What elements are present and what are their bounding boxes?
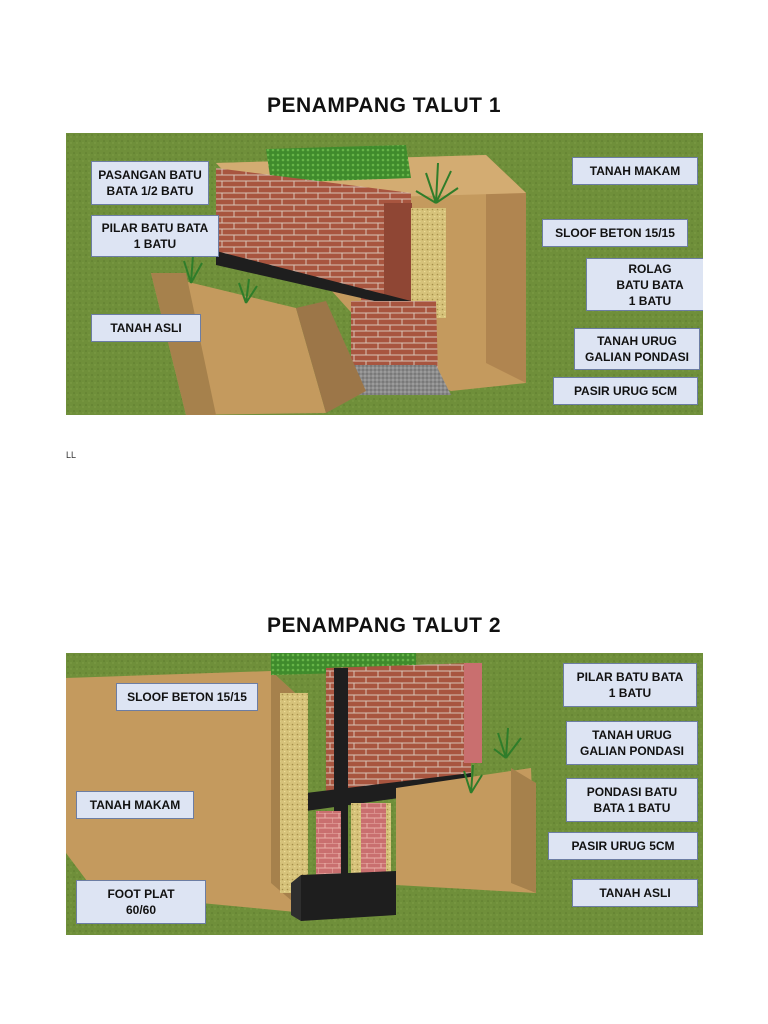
label-tanah-urug-2: TANAH URUG GALIAN PONDASI	[566, 721, 698, 765]
label-tanah-makam: TANAH MAKAM	[572, 157, 698, 185]
label-pilar-batu-bata-2: PILAR BATU BATA 1 BATU	[563, 663, 697, 707]
label-pasangan-batu-bata: PASANGAN BATU BATA 1/2 BATU	[91, 161, 209, 205]
label-tanah-makam-2: TANAH MAKAM	[76, 791, 194, 819]
label-pasir-urug: PASIR URUG 5CM	[553, 377, 698, 405]
section1-title: PENAMPANG TALUT 1	[266, 94, 502, 117]
label-sloof-beton: SLOOF BETON 15/15	[542, 219, 688, 247]
label-pasir-urug-2: PASIR URUG 5CM	[548, 832, 698, 860]
label-foot-plat: FOOT PLAT 60/60	[76, 880, 206, 924]
label-pilar-batu-bata: PILAR BATU BATA 1 BATU	[91, 215, 219, 257]
stray-mark: LL	[66, 450, 77, 460]
section1-illustration: PASANGAN BATU BATA 1/2 BATU PILAR BATU B…	[66, 133, 703, 415]
label-tanah-asli: TANAH ASLI	[91, 314, 201, 342]
label-tanah-urug: TANAH URUG GALIAN PONDASI	[574, 328, 700, 370]
section2-illustration: SLOOF BETON 15/15 PILAR BATU BATA 1 BATU…	[66, 653, 703, 935]
section2-title: PENAMPANG TALUT 2	[266, 614, 502, 637]
label-pondasi-batu-bata: PONDASI BATU BATA 1 BATU	[566, 778, 698, 822]
label-rolag: ROLAG BATU BATA 1 BATU	[586, 258, 703, 311]
label-sloof-beton-2: SLOOF BETON 15/15	[116, 683, 258, 711]
label-tanah-asli-2: TANAH ASLI	[572, 879, 698, 907]
